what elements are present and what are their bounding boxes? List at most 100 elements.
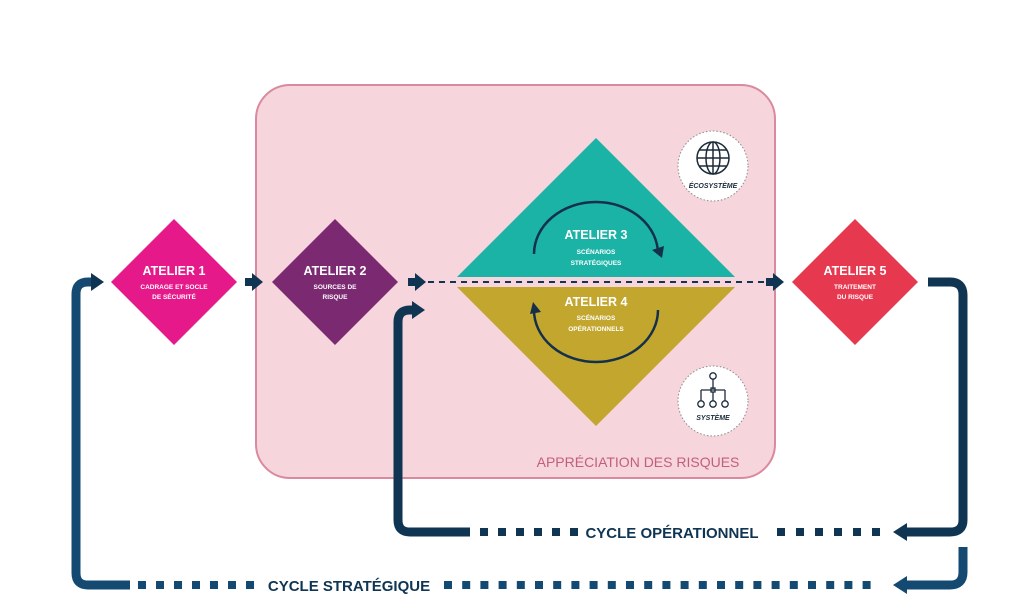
cycle-dot [228, 581, 236, 589]
atelier-4-line-2: OPÉRATIONNELS [568, 324, 624, 333]
atelier-1-line-1: CADRAGE ET SOCLE [140, 284, 208, 291]
cycle-dot [771, 581, 780, 589]
atelier-4-line-1: SCÉNARIOS [577, 313, 616, 322]
operational-cycle-dots-left [480, 528, 578, 536]
atelier-2[interactable]: ATELIER 2 SOURCES DE RISQUE [272, 219, 398, 345]
cycle-dot [872, 528, 880, 536]
strategic-cycle-left-line [71, 277, 130, 590]
cycle-dot [844, 581, 853, 589]
atelier-5-diamond [792, 219, 918, 345]
arrow-atelier1-to-atelier2 [245, 273, 263, 291]
cycle-dot [717, 581, 725, 589]
cycle-dot [246, 581, 254, 589]
cycle-dot [192, 581, 200, 589]
ecosystem-badge-label: ÉCOSYSTÈME [689, 181, 738, 190]
cycle-dot [174, 581, 182, 589]
strategic-cycle-arrowhead [893, 576, 907, 594]
cycle-dot [534, 528, 542, 536]
risk-assessment-label: APPRÉCIATION DES RISQUES [537, 454, 740, 470]
atelier-4-title: ATELIER 4 [565, 295, 628, 309]
operational-cycle-dots-right [777, 528, 880, 536]
atelier-3-cycle-arc [532, 200, 660, 255]
cycle-dot [210, 581, 218, 589]
atelier-3-title: ATELIER 3 [565, 228, 628, 242]
cycle-dot [552, 528, 560, 536]
cycle-dot [571, 581, 580, 589]
cycle-dot [480, 528, 488, 536]
cycle-dot [815, 528, 823, 536]
cycle-dot [796, 528, 804, 536]
cycle-dot [735, 581, 744, 589]
cycle-dot [535, 581, 543, 589]
system-badge: SYSTÈME [677, 365, 749, 437]
atelier-5-line-1: TRAITEMENT [834, 284, 876, 291]
atelier-5-line-2: DU RISQUE [837, 294, 874, 301]
strategic-cycle-entry-arrowhead [91, 273, 104, 291]
cycle-dot [698, 581, 707, 589]
cycle-dot [662, 581, 671, 589]
atelier-1-line-2: DE SÉCURITÉ [152, 292, 196, 301]
globe-icon [696, 141, 730, 175]
cycle-dot [680, 581, 689, 589]
atelier-1-diamond [111, 219, 237, 345]
cycle-dot [516, 581, 525, 589]
cycle-dot [607, 581, 616, 589]
cycle-dot [826, 581, 835, 589]
cycle-dot [853, 528, 861, 536]
cycle-dot [589, 581, 598, 589]
strategic-cycle-label: CYCLE STRATÉGIQUE [268, 578, 430, 595]
atelier-3-line-1: SCÉNARIOS [577, 247, 616, 256]
arrow-atelier2-to-atelier34 [408, 273, 426, 291]
flow-arrows [245, 273, 784, 291]
cycle-dot [753, 581, 762, 589]
cycle-dot [777, 528, 785, 536]
cycle-dot [808, 581, 816, 589]
atelier-3-arc-arrowhead [652, 246, 664, 258]
cycle-dot [444, 581, 452, 589]
network-tree-icon [697, 372, 729, 408]
atelier-4-triangle [457, 287, 735, 426]
cycle-dot [789, 581, 798, 589]
ecosystem-badge: ÉCOSYSTÈME [677, 130, 749, 202]
atelier-2-diamond [272, 219, 398, 345]
atelier-3-line-2: STRATÉGIQUES [571, 258, 622, 267]
atelier-5[interactable]: ATELIER 5 TRAITEMENT DU RISQUE [792, 219, 918, 345]
atelier-4[interactable]: ATELIER 4 SCÉNARIOS OPÉRATIONNELS [457, 287, 735, 426]
atelier-2-line-2: RISQUE [323, 294, 349, 301]
cycle-dot [480, 581, 489, 589]
operational-cycle-left-line [393, 305, 470, 537]
cycle-dot [553, 581, 562, 589]
cycle-dot [862, 581, 871, 589]
atelier-4-arc-arrowhead [530, 302, 541, 314]
strategic-cycle-dots-left [138, 581, 254, 589]
atelier-3-triangle [457, 138, 735, 277]
cycle-dot [570, 528, 578, 536]
cycle-dot [462, 581, 471, 589]
cycle-dot [834, 528, 842, 536]
cycle-dot [644, 581, 653, 589]
atelier-1[interactable]: ATELIER 1 CADRAGE ET SOCLE DE SÉCURITÉ [111, 219, 237, 345]
strategic-cycle: CYCLE STRATÉGIQUE [71, 273, 968, 595]
strategic-cycle-return-line [905, 547, 968, 590]
cycle-dot [516, 528, 524, 536]
cycle-dot [626, 581, 634, 589]
operational-cycle: CYCLE OPÉRATIONNEL [393, 277, 968, 542]
system-badge-label: SYSTÈME [696, 413, 730, 422]
cycle-dot [498, 581, 507, 589]
cycle-dot [156, 581, 164, 589]
arrow-atelier34-to-atelier5 [766, 273, 784, 291]
operational-cycle-label: CYCLE OPÉRATIONNEL [585, 525, 758, 542]
atelier-2-line-1: SOURCES DE [314, 284, 358, 291]
cycle-dot [498, 528, 506, 536]
operational-cycle-entry-arrowhead [412, 301, 425, 319]
operational-cycle-return-line [905, 277, 968, 537]
atelier-5-title: ATELIER 5 [824, 264, 887, 278]
operational-cycle-arrowhead [893, 523, 907, 541]
atelier-2-title: ATELIER 2 [304, 264, 367, 278]
atelier-1-title: ATELIER 1 [143, 264, 206, 278]
strategic-cycle-dots-right [444, 581, 871, 589]
atelier-3[interactable]: ATELIER 3 SCÉNARIOS STRATÉGIQUES [457, 138, 735, 277]
cycle-dot [138, 581, 146, 589]
atelier-4-cycle-arc [532, 309, 660, 364]
